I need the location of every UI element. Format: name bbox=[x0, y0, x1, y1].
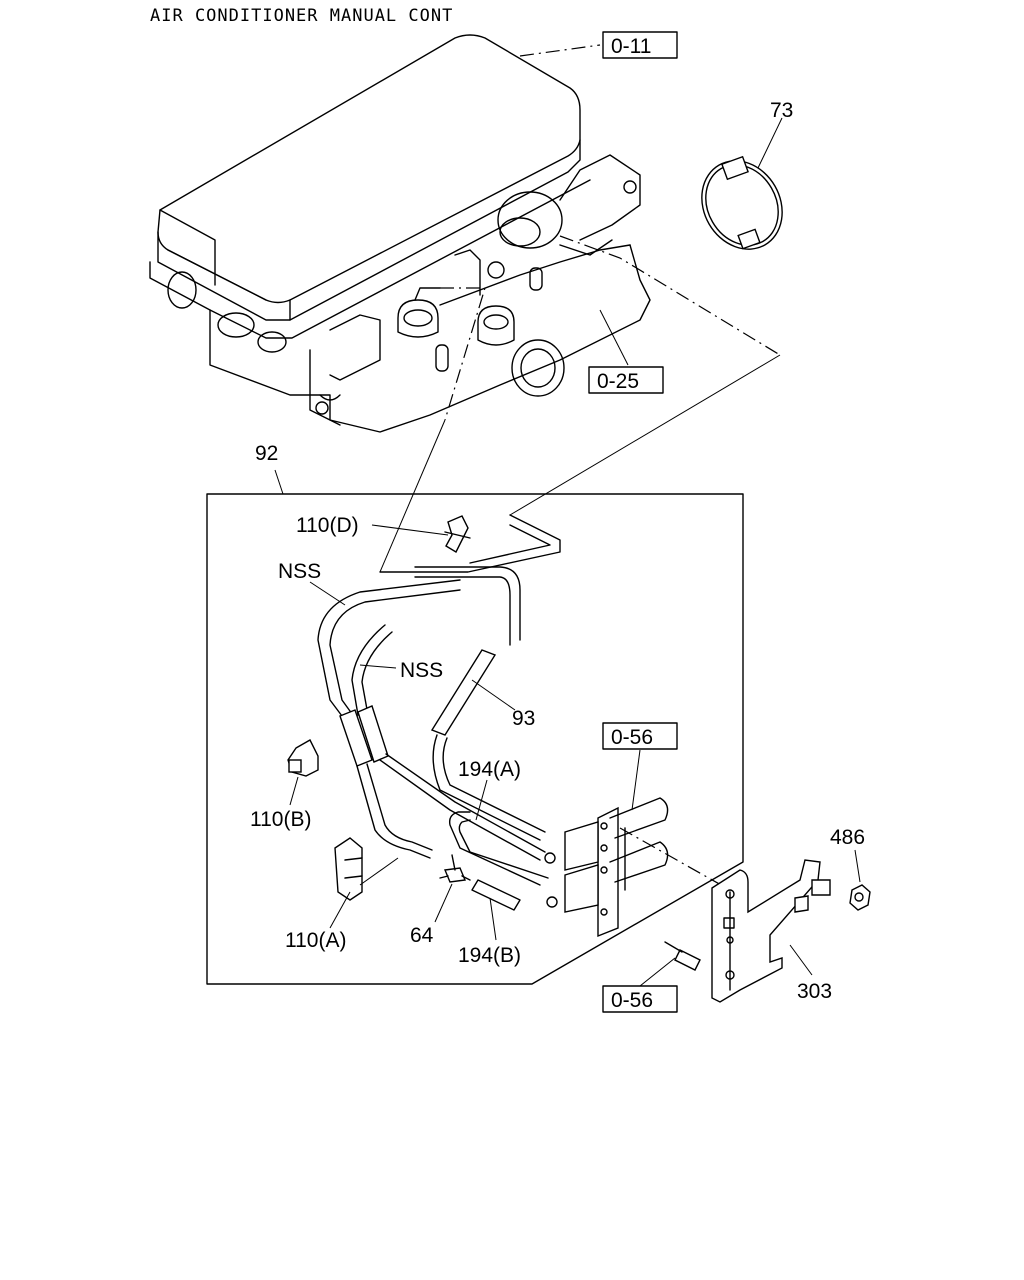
leader-194b bbox=[489, 897, 497, 941]
callout-93: 93 bbox=[512, 707, 535, 730]
leader-0-56-bottom bbox=[639, 957, 676, 987]
leader-110d bbox=[371, 524, 449, 536]
engine-intake-illustration bbox=[149, 34, 651, 433]
bolt-icon bbox=[664, 941, 701, 971]
stud-nut-icon bbox=[794, 879, 871, 913]
clip-110b-icon bbox=[287, 739, 319, 777]
leader-303 bbox=[789, 944, 813, 976]
leader-110b bbox=[289, 776, 299, 806]
hose-line-right bbox=[509, 354, 781, 516]
clip-110d-icon bbox=[444, 515, 471, 553]
ref-0-56-bottom-label: 0-56 bbox=[611, 989, 653, 1012]
callout-110b: 110(B) bbox=[250, 808, 311, 831]
hose-line-left bbox=[379, 419, 446, 573]
leader-0-56-top bbox=[631, 749, 641, 811]
callout-110a: 110(A) bbox=[285, 929, 346, 952]
leader-nss2 bbox=[359, 664, 397, 669]
callout-73: 73 bbox=[770, 99, 793, 122]
leader-486 bbox=[854, 849, 861, 883]
dash-line-1 bbox=[559, 235, 781, 356]
ref-box-0-56-top[interactable]: 0-56 bbox=[602, 722, 678, 750]
leader-nss1 bbox=[309, 581, 346, 606]
callout-110d: 110(D) bbox=[296, 514, 359, 537]
hose-clamp-icon bbox=[701, 155, 783, 250]
leader-0-25 bbox=[599, 309, 629, 366]
leader-110a-1 bbox=[329, 891, 351, 929]
dash-line-2 bbox=[440, 287, 486, 421]
mounting-bracket-icon bbox=[711, 859, 821, 1003]
ref-box-0-11[interactable]: 0-11 bbox=[602, 31, 678, 59]
callout-nss-2: NSS bbox=[400, 659, 443, 682]
leader-93 bbox=[471, 679, 516, 711]
ref-box-0-25[interactable]: 0-25 bbox=[588, 366, 664, 394]
callout-486: 486 bbox=[830, 826, 865, 849]
ref-0-25-label: 0-25 bbox=[597, 370, 639, 393]
leader-73 bbox=[757, 117, 783, 169]
callout-303: 303 bbox=[797, 980, 832, 1003]
leader-194a bbox=[475, 779, 488, 821]
callout-194b: 194(B) bbox=[458, 944, 521, 967]
vacuum-hose-assembly bbox=[317, 514, 561, 911]
ref-box-0-56-bottom[interactable]: 0-56 bbox=[602, 985, 678, 1013]
assembly-box-92 bbox=[206, 493, 744, 985]
leader-92 bbox=[274, 469, 284, 495]
leader-64 bbox=[434, 883, 453, 923]
callout-92: 92 bbox=[255, 442, 278, 465]
diagram-title: AIR CONDITIONER MANUAL CONT bbox=[150, 6, 453, 26]
ref-0-56-top-label: 0-56 bbox=[611, 726, 653, 749]
callout-194a: 194(A) bbox=[458, 758, 521, 781]
leader-110a-2 bbox=[359, 857, 399, 886]
vacuum-valve-icon bbox=[544, 797, 669, 938]
ref-0-11-label: 0-11 bbox=[611, 35, 651, 58]
callout-64: 64 bbox=[410, 924, 434, 947]
leader-0-11 bbox=[519, 44, 601, 57]
callout-nss-1: NSS bbox=[278, 560, 321, 583]
dash-line-3 bbox=[619, 827, 731, 891]
clip-110a-icon bbox=[334, 837, 363, 901]
